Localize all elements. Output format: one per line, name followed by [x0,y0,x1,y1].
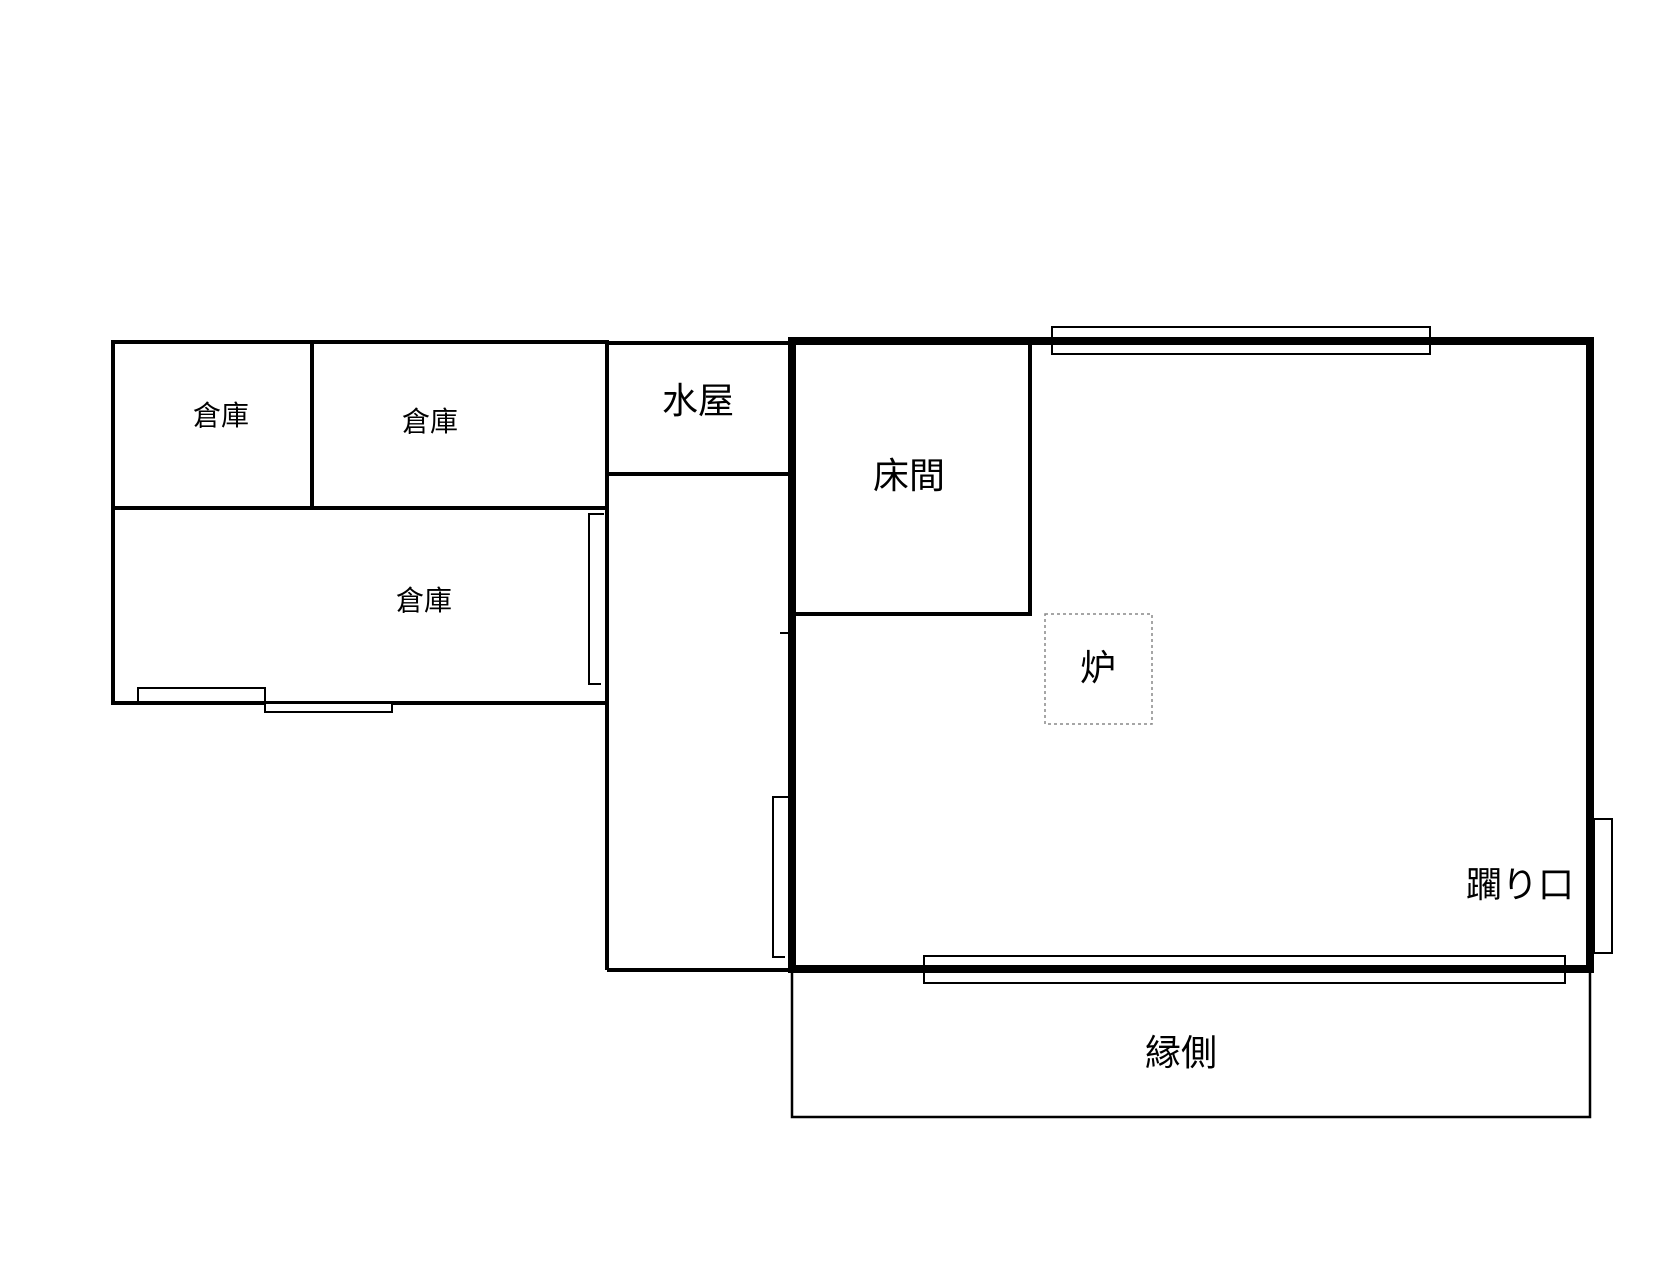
room-label-engawa: 縁側 [1144,1033,1218,1074]
room-label-storage-1: 倉庫 [192,399,250,432]
storage-side-door [588,513,604,685]
engawa-shoji [923,955,1566,984]
room-label-nijiriguchi: 躙り口 [1465,865,1575,906]
room-label-hearth: 炉 [1079,648,1117,689]
tokonoma-walls [796,345,1032,616]
mizuya-walls [605,341,792,972]
sliding-window-left [137,687,266,703]
tea-room-walls [788,337,1594,973]
room-label-mizuya: 水屋 [661,381,735,422]
room-label-tokonoma: 床間 [872,456,946,497]
hearth-outline [1044,613,1153,725]
engawa-outline [790,973,1592,1119]
room-label-storage-3: 倉庫 [395,584,453,617]
storage-outline [111,340,609,705]
corridor-door [772,796,790,958]
top-window [1051,326,1431,355]
room-label-storage-2: 倉庫 [401,405,459,438]
storage-walls [111,340,609,705]
sliding-window-right [264,702,393,713]
nijiriguchi-door [1593,818,1613,954]
storage-bottom-windows [137,687,393,713]
